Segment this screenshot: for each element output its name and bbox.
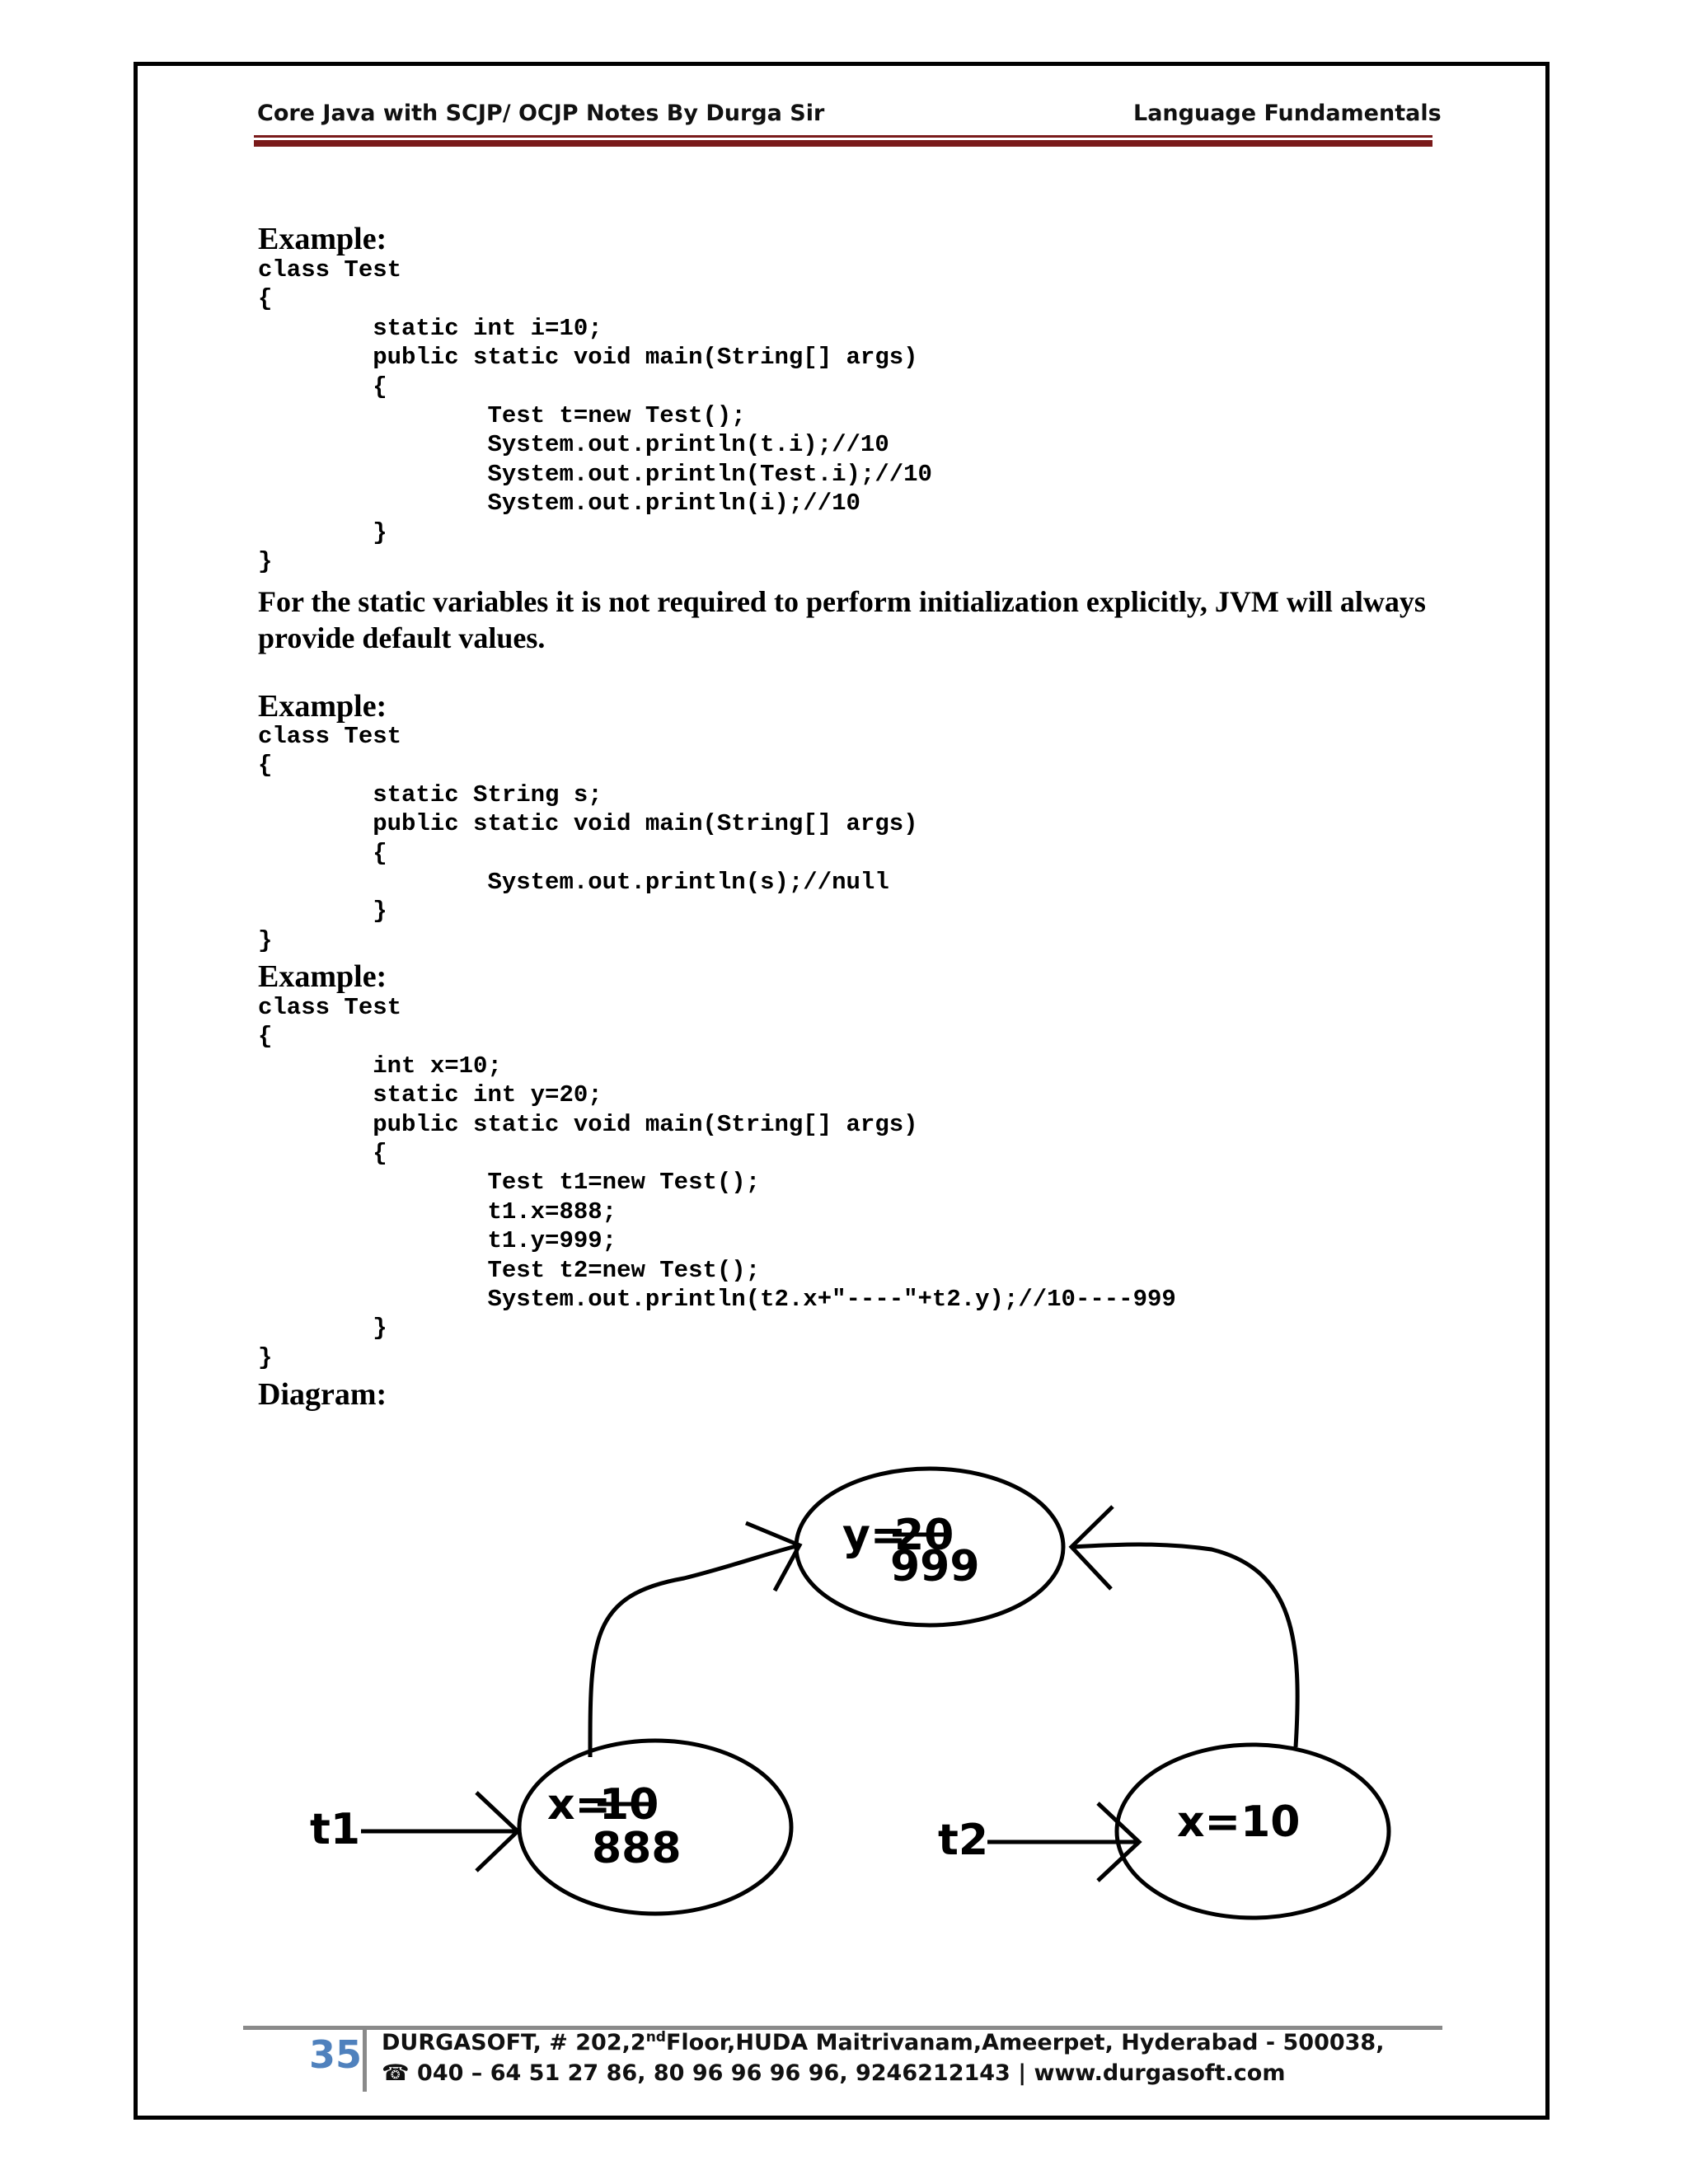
header-title: Core Java with SCJP/ OCJP Notes By Durga… (257, 101, 825, 126)
t1-static-link (588, 1543, 800, 1758)
footer-rule (243, 2026, 1442, 2030)
t2-static-link (1071, 1542, 1300, 1748)
footer-address: DURGASOFT, # 202,2ndFloor,HUDA Maitrivan… (382, 2029, 1385, 2055)
footer-contact: ☎ 040 – 64 51 27 86, 80 96 96 96 96, 924… (382, 2060, 1286, 2086)
example-heading-3: Example: (258, 959, 387, 994)
obj1-x-new: 888 (592, 1824, 682, 1873)
header-rule-thick (254, 140, 1432, 147)
diagram-heading: Diagram: (258, 1377, 387, 1412)
object-t2-ellipse (1114, 1742, 1391, 1920)
footer-divider (363, 2030, 367, 2092)
header-rule (254, 135, 1432, 138)
arrowhead (745, 1521, 803, 1592)
obj2-label: x=10 (1177, 1797, 1300, 1847)
phone-icon: ☎ (382, 2060, 410, 2086)
arrowhead (1096, 1802, 1142, 1882)
page-number: 35 (309, 2032, 363, 2077)
code-block-1: class Test { static int i=10; public sta… (258, 256, 932, 576)
example-heading-2: Example: (258, 689, 387, 724)
arrowhead (475, 1791, 521, 1872)
ref-t2-label: t2 (938, 1816, 988, 1865)
object-t1-ellipse (517, 1738, 794, 1916)
explanation-paragraph: For the static variables it is not requi… (258, 585, 1426, 654)
ref-t1-label: t1 (310, 1805, 360, 1854)
static-y-new: 999 (890, 1542, 980, 1591)
page-border (134, 62, 1550, 2120)
header-chapter: Language Fundamentals (1133, 101, 1442, 126)
example-heading-1: Example: (258, 222, 387, 256)
code-block-3: class Test { int x=10; static int y=20; … (258, 994, 1176, 1371)
memory-diagram: y= 20 999 x= 10 888 x=10 t1 t2 (310, 1466, 1391, 1920)
arrowhead (1068, 1505, 1114, 1591)
code-block-2: class Test { static String s; public sta… (258, 723, 918, 954)
